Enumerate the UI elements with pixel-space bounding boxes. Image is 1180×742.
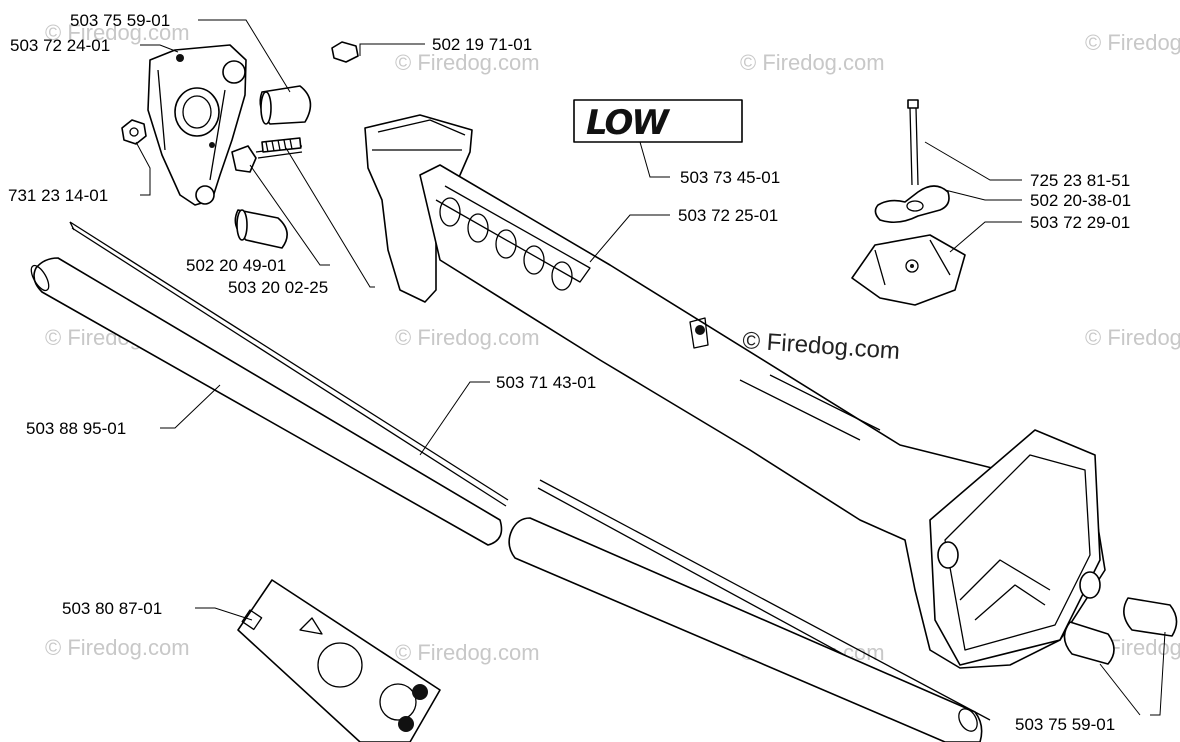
- long-bolt-part: [907, 99, 919, 186]
- shaft-tube-part: [30, 257, 503, 546]
- handle-plug-top-part: [259, 85, 312, 125]
- label-small-screw: 502 20 49-01: [186, 256, 286, 275]
- handle-plug-bottom-part: [1063, 597, 1178, 665]
- label-clamp-plate: 503 72 29-01: [1030, 213, 1130, 232]
- label-wing-nut: 502 20-38-01: [1030, 191, 1131, 210]
- label-handle-plug-top: 503 75 59-01: [70, 11, 170, 30]
- label-shaft-tube: 503 88 95-01: [26, 419, 126, 438]
- watermark: © Firedog.com: [45, 20, 190, 45]
- label-handle-plug-bottom: 503 75 59-01: [1015, 715, 1115, 734]
- watermark: © Firedog.com: [395, 325, 540, 350]
- clamp-plate-part: [851, 234, 966, 306]
- warning-decal-part: [237, 579, 441, 742]
- leader-lines: [135, 19, 1166, 716]
- label-nut-top: 502 19 71-01: [432, 35, 532, 54]
- drive-shaft-part: [69, 221, 991, 727]
- handle-bracket-part: [147, 44, 247, 206]
- watermark: © Firedog.com: [395, 640, 540, 665]
- low-decal-part: LOW: [573, 99, 743, 143]
- low-decal-text: LOW: [586, 103, 670, 143]
- watermark: © Firedog.com: [1085, 325, 1180, 350]
- lock-nut-part: [121, 119, 147, 145]
- main-watermark: © Firedog.com: [742, 327, 901, 365]
- label-screw-bolt: 725 23 81-51: [1030, 171, 1130, 190]
- main-housing-part: [364, 114, 1106, 669]
- label-main-housing: 503 72 25-01: [678, 206, 778, 225]
- label-lock-nut: 731 23 14-01: [8, 186, 108, 205]
- label-low-decal: 503 73 45-01: [680, 168, 780, 187]
- label-spring-screw: 503 20 02-25: [228, 278, 328, 297]
- watermark: © Firedog.com: [1085, 30, 1180, 55]
- part-labels: 503 75 59-01 503 72 24-01 502 19 71-01 5…: [8, 11, 1131, 734]
- label-drive-shaft: 503 71 43-01: [496, 373, 596, 392]
- small-screw-part: [231, 137, 303, 173]
- label-handle-bracket: 503 72 24-01: [10, 36, 110, 55]
- watermark: © Firedog.com: [740, 50, 885, 75]
- wing-nut-part: [874, 185, 950, 224]
- handle-plug-lower-part: [234, 209, 288, 249]
- top-nut-part: [331, 41, 359, 63]
- watermark: © Firedog.com: [395, 50, 540, 75]
- label-warning-decal: 503 80 87-01: [62, 599, 162, 618]
- lower-tube-part: [508, 517, 983, 742]
- watermark: © Firedog.com: [45, 635, 190, 660]
